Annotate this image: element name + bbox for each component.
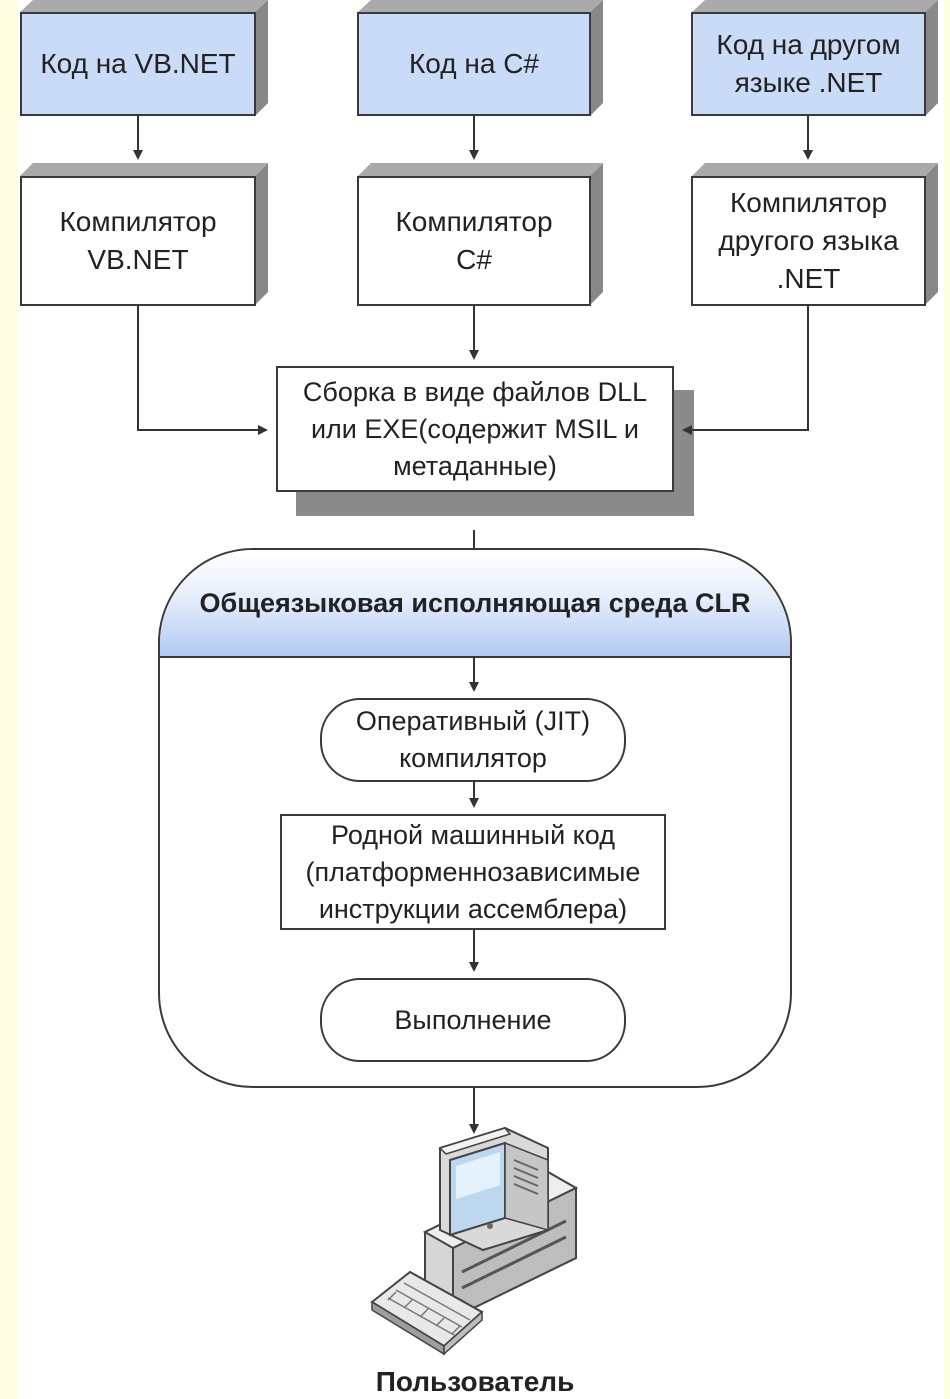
assembly-label: Сборка в виде файлов DLL или EXE(содержи… — [302, 376, 648, 481]
compiler-cs-box: Компилятор C# — [357, 176, 591, 306]
compiler-vb-box: Компилятор VB.NET — [20, 176, 256, 306]
assembly-box: Сборка в виде файлов DLL или EXE(содержи… — [276, 366, 674, 492]
source-vb-box: Код на VB.NET — [20, 12, 256, 116]
compiler-other-box: Компилятор другого языка .NET — [691, 176, 926, 306]
native-code-label: Родной машинный код (платформеннозависим… — [305, 819, 641, 924]
native-code-box: Родной машинный код (платформеннозависим… — [280, 814, 666, 930]
clr-title: Общеязыковая исполняющая среда CLR — [199, 587, 751, 618]
source-cs-box: Код на C# — [357, 12, 591, 116]
clr-header: Общеязыковая исполняющая среда CLR — [160, 550, 790, 658]
execution-label: Выполнение — [394, 1005, 552, 1035]
user-label: Пользователь — [375, 1366, 575, 1397]
jit-compiler-box: Оперативный (JIT) компилятор — [320, 698, 626, 782]
arrow-vb-to-assembly — [137, 306, 268, 435]
source-vb-label: Код на VB.NET — [40, 48, 236, 79]
keyboard-icon — [370, 1270, 484, 1356]
source-other-box: Код на другом языке .NET — [691, 12, 926, 116]
jit-compiler-label: Оперативный (JIT) компилятор — [355, 706, 591, 773]
source-cs-label: Код на C# — [409, 48, 539, 79]
compiler-other-label: Компилятор другого языка .NET — [718, 187, 899, 294]
source-other-label: Код на другом языке .NET — [716, 29, 901, 98]
arrow-other-to-assembly — [682, 306, 809, 435]
execution-box: Выполнение — [320, 978, 626, 1062]
compiler-vb-label: Компилятор VB.NET — [59, 206, 217, 275]
compiler-cs-label: Компилятор C# — [395, 206, 553, 275]
computer-icon — [422, 1126, 579, 1320]
